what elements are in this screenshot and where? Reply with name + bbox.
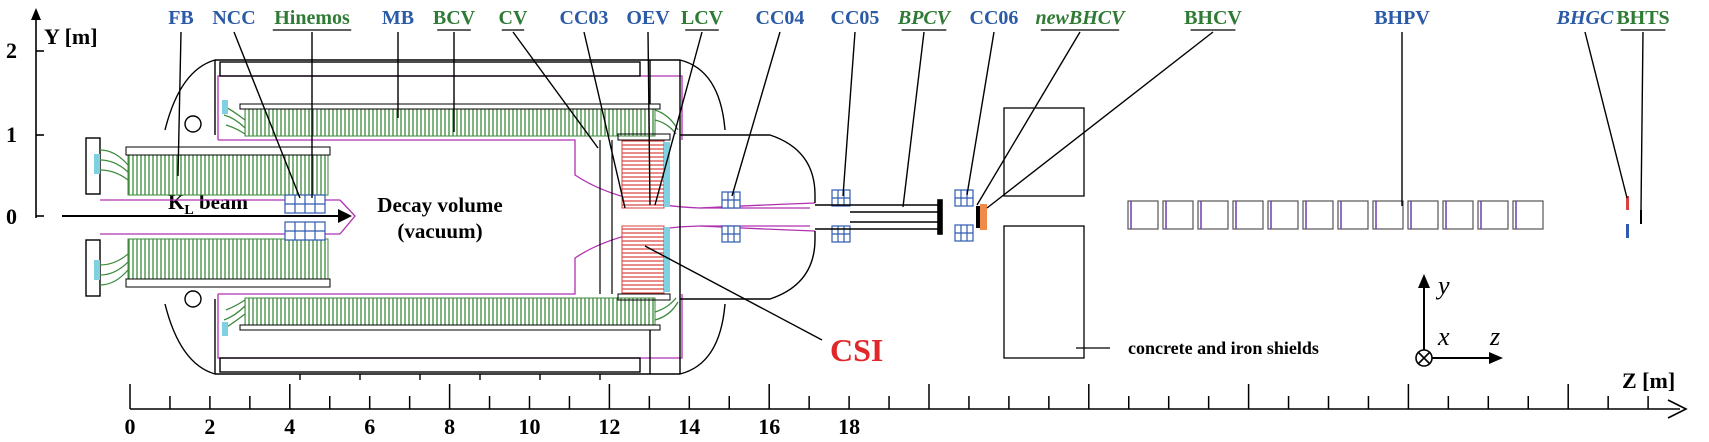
z-tick-label: 2 <box>204 414 215 439</box>
label-cc06: CC06 <box>970 7 1019 29</box>
decay-volume-label: Decay volume <box>377 193 502 217</box>
label-cc03: CC03 <box>560 7 609 29</box>
z-tick-label: 6 <box>364 414 375 439</box>
vessel-hull <box>164 59 816 380</box>
triad-z-label: z <box>1489 322 1500 351</box>
shields <box>1003 107 1110 359</box>
bhpv-module <box>1372 200 1404 230</box>
bhpv-module <box>1442 200 1474 230</box>
label-bhgc: BHGC <box>1556 7 1614 29</box>
label-newbhcv: newBHCV <box>1036 7 1127 29</box>
label-mb: MB <box>382 7 414 29</box>
bhpv-module <box>1162 200 1194 230</box>
y-tick-label: 1 <box>6 122 17 147</box>
z-tick-label: 16 <box>758 414 780 439</box>
bhpv-module <box>1407 200 1439 230</box>
bhpv-module <box>1337 200 1369 230</box>
bhpv-module <box>1197 200 1229 230</box>
label-cc04: CC04 <box>756 7 805 29</box>
label-bhpv: BHPV <box>1374 7 1430 29</box>
bhpv-module <box>1512 200 1544 230</box>
z-tick-label: 10 <box>519 414 541 439</box>
triad-x-label: x <box>1437 322 1450 351</box>
z-axis-label: Z [m] <box>1622 368 1675 393</box>
csi-label: CSI <box>830 332 883 368</box>
y-axis-label: Y [m] <box>44 24 98 49</box>
bpcv-pipe <box>815 199 943 235</box>
detector-labels: FB NCC Hinemos MB BCV CV CC03 OEV LCV CC04 CC05 BPC… <box>168 7 1670 31</box>
shields-label: concrete and iron shields <box>1128 338 1319 358</box>
bhpv-module <box>1477 200 1509 230</box>
label-lcv: LCV <box>681 7 724 29</box>
leader-lines <box>177 31 1644 341</box>
bhpv-module <box>1127 200 1159 230</box>
label-bhcv: BHCV <box>1184 7 1242 29</box>
z-tick-label: 12 <box>598 414 620 439</box>
y-axis: Y [m] 2 1 0 <box>6 8 98 229</box>
y-tick-label: 2 <box>6 38 17 63</box>
z-tick-label: 14 <box>678 414 700 439</box>
label-cv: CV <box>499 7 528 29</box>
bhpv-modules <box>1127 200 1544 230</box>
decay-volume-sublabel: (vacuum) <box>397 219 482 243</box>
fb-modules <box>85 137 331 297</box>
label-bcv: BCV <box>433 7 476 29</box>
collar-counters <box>721 189 974 243</box>
y-tick-label: 0 <box>6 204 17 229</box>
bhgc-bhts <box>1626 196 1642 238</box>
label-hinemos: Hinemos <box>274 7 350 29</box>
triad-y-label: y <box>1435 271 1450 300</box>
csi-calorimeter <box>599 133 671 301</box>
z-tick-label: 4 <box>284 414 295 439</box>
label-bhts: BHTS <box>1616 7 1669 29</box>
z-tick-label: 0 <box>125 414 136 439</box>
bhpv-module <box>1232 200 1264 230</box>
ncc-blocks <box>284 194 326 241</box>
bhcv-elements <box>976 204 987 230</box>
coordinate-triad: y x z <box>1415 271 1503 367</box>
label-fb: FB <box>168 7 194 29</box>
bhpv-module <box>1267 200 1299 230</box>
label-cc05: CC05 <box>831 7 880 29</box>
z-tick-label: 8 <box>444 414 455 439</box>
z-tick-label: 18 <box>838 414 860 439</box>
bhpv-module <box>1302 200 1334 230</box>
label-bpcv: BPCV <box>897 7 952 29</box>
z-axis: Z [m] 0 2 4 6 8 10 12 14 16 18 <box>125 368 1688 439</box>
label-oev: OEV <box>626 7 670 29</box>
mb-modules <box>221 100 679 336</box>
label-ncc: NCC <box>212 7 255 29</box>
